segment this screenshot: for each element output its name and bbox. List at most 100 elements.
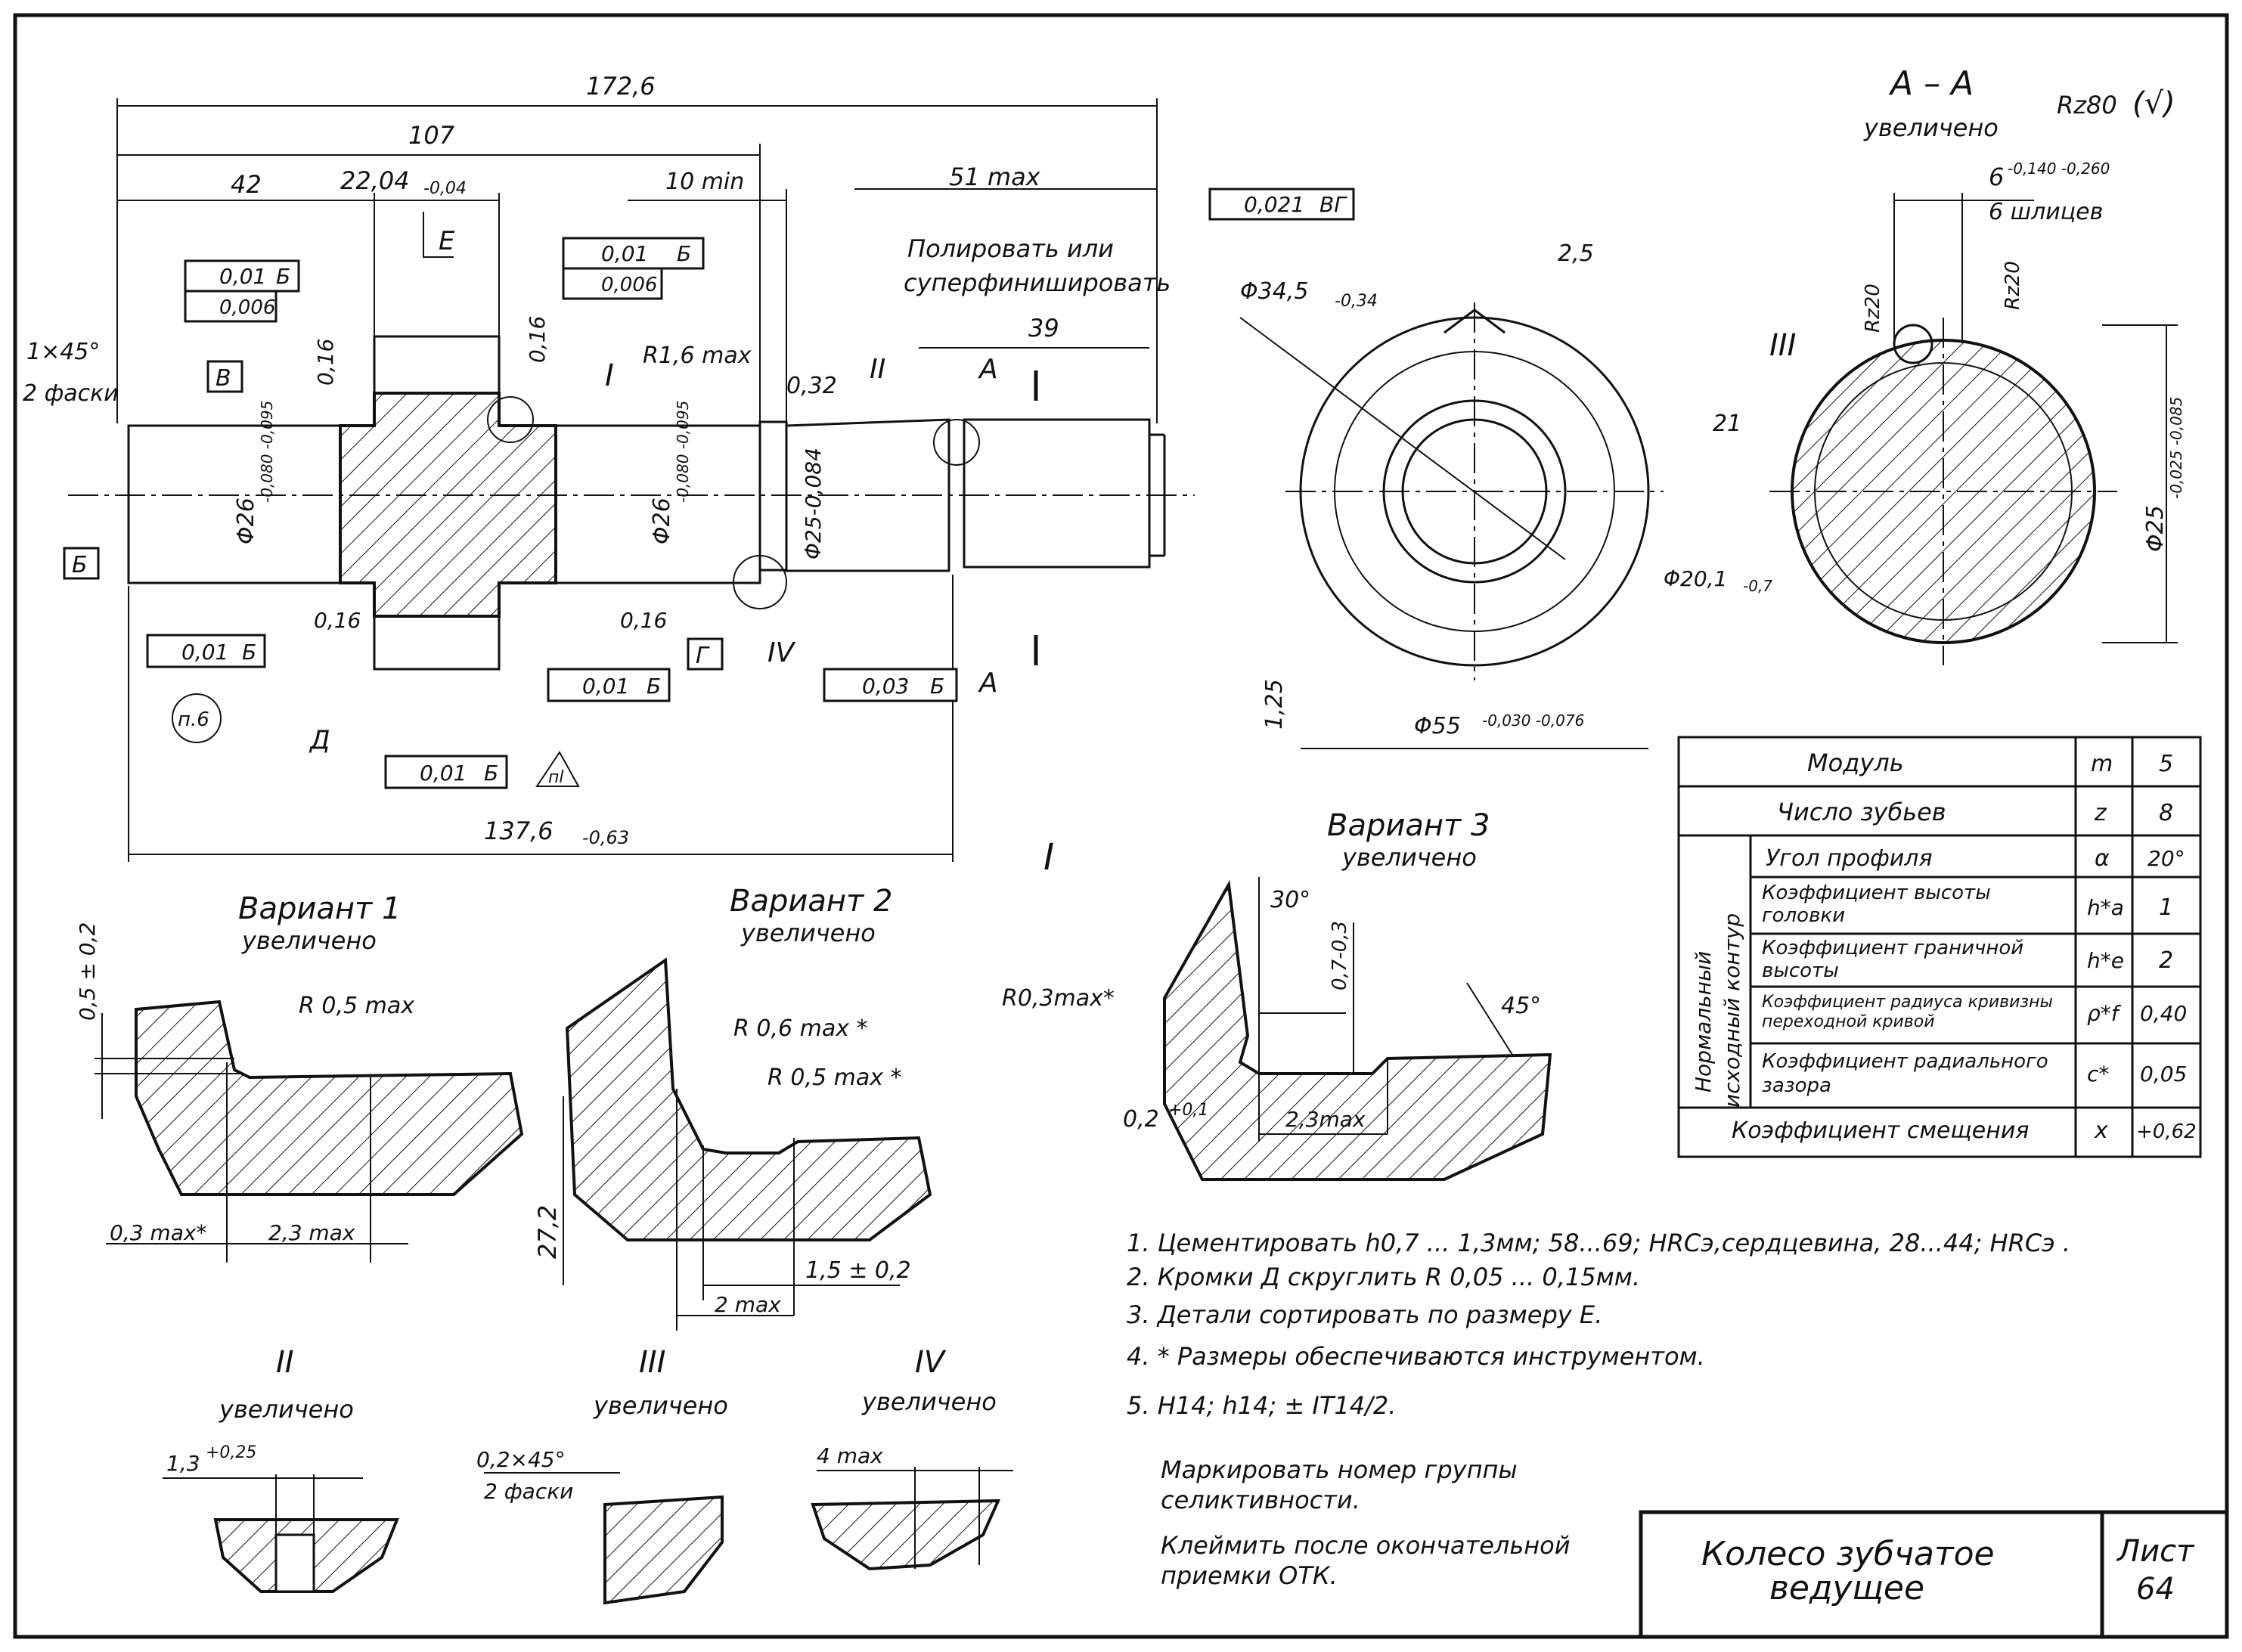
detail-III-dim1: 0,2×45° <box>476 1447 566 1472</box>
gear-end-view <box>1239 302 1664 749</box>
v2-r1: R 0,6 max * <box>733 1015 868 1042</box>
detail-III-dim2: 2 фаски <box>484 1479 573 1504</box>
endview-phi55: Φ55 <box>1414 713 1461 739</box>
section-title: А – А <box>1888 64 1974 103</box>
note-9: приемки ОТК. <box>1161 1561 1338 1590</box>
note-8: Клеймить после окончательной <box>1161 1531 1571 1560</box>
detail-I-label: I <box>1043 836 1054 879</box>
detail-IV-title: IV <box>915 1345 947 1380</box>
sheet-border <box>13 13 2229 1639</box>
dim-chamfer: 1×45° <box>26 339 100 365</box>
table-row-6-name: Коэффициент радиального зазора <box>1762 1050 2048 1097</box>
dim-172: 172,6 <box>586 72 656 101</box>
title-name-1: Колесо зубчатое <box>1701 1535 1995 1573</box>
note-1: 1. Цементировать h0,7 ... 1,3мм; 58...69… <box>1127 1229 2070 1257</box>
table-row-5-sym: ρ*f <box>2087 1001 2122 1026</box>
label-IV: IV <box>767 637 796 668</box>
v3-sub: увеличено <box>1341 843 1477 872</box>
label-pi: пl <box>548 768 564 787</box>
frame-7b: Б <box>484 761 498 786</box>
v3-a: 0,2 <box>1123 1106 1159 1133</box>
table-row-5-name: Коэффициент радиуса кривизны переходной … <box>1762 993 2053 1031</box>
title-name-2: ведущее <box>1769 1569 1924 1607</box>
table-row-1-val: 8 <box>2159 800 2173 826</box>
detail-IV-dim: 4 max <box>817 1443 883 1468</box>
frame-8a: 0,03 <box>862 674 909 699</box>
v1-b: 2,3 max <box>268 1220 355 1245</box>
table-row-7-val: +0,62 <box>2136 1120 2197 1143</box>
note-polish-1: Полировать или <box>907 234 1114 263</box>
v2-h: 27,2 <box>533 1205 562 1259</box>
section-phi25-tol: -0,025 -0,085 <box>2167 397 2185 499</box>
rough-016-a: 0,16 <box>313 339 338 386</box>
section-spl1-tol: -0,140 -0,260 <box>2008 160 2110 178</box>
table-row-3-sym: h*a <box>2087 895 2124 920</box>
label-I: I <box>605 358 614 393</box>
frame-6b: Б <box>647 674 661 699</box>
dim-phi26-tol-b: -0,080 -0,095 <box>674 401 692 503</box>
label-A-bottom: А <box>978 668 998 699</box>
detail-IV-drawing <box>811 1467 1013 1571</box>
v3-b: 2,3max <box>1285 1107 1366 1132</box>
endview-phi55-tol: -0,030 -0,076 <box>1482 711 1584 730</box>
detail-circle-IV <box>733 555 787 609</box>
detail-II-drawing <box>163 1474 399 1593</box>
section-rz80: Rz80 <box>2057 91 2117 119</box>
label-B: В <box>216 365 231 392</box>
main-dimension-lines <box>116 98 1158 862</box>
section-phi20-tol: -0,7 <box>1743 577 1772 595</box>
table-row-5-val: 0,40 <box>2140 1001 2187 1026</box>
table-row-4-val: 2 <box>2159 947 2173 974</box>
dim-chamfer-2: 2 фаски <box>23 380 119 407</box>
dim-r16: R1,6 max <box>643 342 752 369</box>
label-E: Е <box>439 226 455 256</box>
v3-r: R0,3max* <box>1002 985 1115 1012</box>
dim-phi26-tol-a: -0,080 -0,095 <box>258 401 276 503</box>
dim-137-tol: -0,63 <box>582 827 629 848</box>
frame-8b: Б <box>930 674 944 699</box>
detail-circle-I <box>487 396 534 443</box>
title-sheet-num: 64 <box>2136 1572 2175 1607</box>
v2-r2: R 0,5 max * <box>767 1065 902 1091</box>
detail-II-tol: +0,25 <box>206 1443 256 1462</box>
table-row-2-sym: α <box>2095 845 2110 872</box>
shaft-spline-end <box>963 418 1151 569</box>
variant-3-drawing <box>1163 877 1552 1181</box>
gear-tooth-top <box>373 335 501 395</box>
detail-circle-II <box>933 419 980 466</box>
note-5: 5. H14; h14; ± IT14/2. <box>1127 1391 1396 1420</box>
dim-10min: 10 min <box>665 169 744 195</box>
dim-42: 42 <box>231 170 262 199</box>
detail-II-title: II <box>276 1345 294 1380</box>
label-G: Г <box>696 643 710 669</box>
detail-III-title: III <box>639 1345 665 1380</box>
rough-016-d: 0,16 <box>620 608 667 633</box>
v3-h: 0,7-0,3 <box>1329 921 1351 990</box>
note-3: 3. Детали сортировать по размеру Е. <box>1127 1300 1602 1329</box>
endview-phi34: Φ34,5 <box>1240 278 1308 305</box>
v1-h: 0,5 ± 0,2 <box>75 922 100 1021</box>
table-row-6-val: 0,05 <box>2140 1062 2187 1086</box>
dim-51max: 51 max <box>949 163 1041 191</box>
frame-6a: 0,01 <box>582 674 629 699</box>
v1-sub: увеличено <box>241 926 377 955</box>
v3-ang: 30° <box>1270 887 1310 913</box>
endview-r125: 1,25 <box>1261 679 1288 730</box>
rough-016-b: 0,16 <box>525 316 550 363</box>
section-spl1: 6 <box>1989 163 2004 191</box>
v1-a: 0,3 max* <box>110 1220 206 1245</box>
v2-a: 1,5 ± 0,2 <box>805 1257 911 1284</box>
table-row-7-name: Коэффициент смещения <box>1732 1117 2029 1144</box>
rough-032: 0,32 <box>786 373 837 399</box>
label-Bb: Б <box>72 552 88 578</box>
frame-2: 0,006 <box>219 296 275 319</box>
note-4: 4. * Размеры обеспечиваются инструментом… <box>1127 1342 1705 1371</box>
table-row-3-name: Коэффициент высоты головки <box>1762 882 1991 927</box>
rough-016-c: 0,16 <box>314 608 361 633</box>
table-side-2: исходный контур <box>1719 913 1744 1108</box>
v2-title: Вариант 2 <box>730 884 892 919</box>
v3-a-tol: +0,1 <box>1168 1101 1208 1120</box>
table-row-4-name: Коэффициент граничной высоты <box>1762 937 2024 982</box>
section-r21: 21 <box>1713 411 1741 437</box>
